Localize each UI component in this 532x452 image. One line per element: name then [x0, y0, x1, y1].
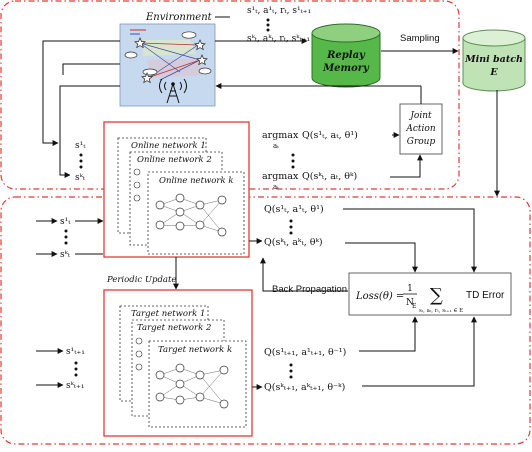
- argmax-expr-1: Q(s¹ₜ, aₜ, θ¹): [302, 130, 358, 141]
- target-network-k-label: Target network k: [158, 345, 232, 355]
- back-propagation-line: [260, 257, 348, 292]
- online-network-nodes: [155, 193, 227, 237]
- loss-den-sub: E: [412, 303, 416, 310]
- periodic-update-label: Periodic Update: [106, 275, 176, 285]
- loss-lhs: Loss(θ) =: [355, 291, 404, 302]
- environment-label: Environment: [145, 12, 213, 23]
- transition-row-k: sᵏₜ, aᵏₜ, rₜ, sᵏₜ₊₁: [247, 34, 310, 44]
- environment-map: [119, 23, 216, 107]
- arrow-argmax-to-joint-k: [390, 154, 423, 178]
- q-target-row-k: Q(sᵏₜ₊₁, aᵏₜ₊₁, θ⁻ᵏ): [264, 382, 345, 393]
- mini-batch-cylinder: [462, 29, 526, 92]
- loss-td-error: TD Error: [466, 290, 505, 301]
- arrow-q-online-k-to-loss: [345, 242, 418, 273]
- online-input-s1: s¹ₜ: [60, 217, 71, 227]
- transition-dots: [266, 18, 270, 32]
- env-feedback-line-1: [42, 40, 120, 146]
- replay-memory-label-2: Memory: [322, 63, 370, 74]
- target-network-1-label: Target network 1: [131, 309, 205, 319]
- online-input-dots: [64, 229, 68, 245]
- target-input-sk: sᵏₜ₊₁: [66, 381, 84, 391]
- target-network-small-nodes: [135, 337, 143, 371]
- back-propagation-label: Back Propagation: [272, 284, 347, 295]
- loss-box: [348, 272, 512, 316]
- joint-action-line-2: Action: [405, 124, 435, 134]
- target-network-2-label: Target network 2: [137, 323, 211, 333]
- q-target-dots: [289, 363, 293, 379]
- online-input-sk: sᵏₜ: [60, 250, 71, 260]
- online-network-k-card: [147, 171, 245, 255]
- argmax-expr-k: Q(sᵏₜ, aₜ, θᵏ): [302, 171, 357, 182]
- online-network-k-label: Online network k: [159, 176, 233, 186]
- argmax-dots: [291, 153, 295, 169]
- bottom-region-border: [0, 196, 531, 445]
- top-input-s1: s¹ₜ: [75, 141, 86, 151]
- env-feedback-line-3: [59, 85, 120, 178]
- replay-memory-label-1: Replay: [326, 50, 366, 61]
- env-feedback-line-2: [62, 63, 120, 75]
- arrow-q-target-k-to-loss: [362, 316, 477, 387]
- q-target-row-1: Q(s¹ₜ₊₁, a¹ₜ₊₁, θ⁻¹): [264, 347, 346, 358]
- joint-action-line-1: Joint: [408, 111, 432, 121]
- argmax-sub-k: aₜ: [273, 183, 279, 191]
- loss-den: N: [406, 298, 414, 308]
- top-input-dots: [79, 153, 83, 169]
- loss-num: 1: [407, 284, 413, 294]
- q-online-row-1: Q(s¹ₜ, a¹ₜ, θ¹): [264, 204, 324, 215]
- argmax-sub-1: aₜ: [273, 142, 279, 150]
- online-network-small-nodes: [133, 168, 141, 202]
- top-region-border: [0, 0, 460, 190]
- mini-batch-label-2: E: [489, 67, 498, 78]
- sampling-label: Sampling: [400, 33, 440, 44]
- transition-row-1: s¹ₜ, a¹ₜ, rₜ, s¹ₜ₊₁: [247, 6, 311, 16]
- arrow-q-online-1-to-loss: [343, 208, 477, 273]
- joint-action-line-3: Group: [407, 137, 436, 147]
- argmax-op-1: argmax: [262, 130, 299, 141]
- replay-memory-cylinder: [311, 23, 381, 88]
- target-input-s1: s¹ₜ₊₁: [66, 347, 85, 357]
- loss-sum: ∑: [430, 285, 443, 306]
- top-input-sk: sᵏₜ: [75, 173, 86, 183]
- argmax-op-k: argmax: [262, 171, 299, 182]
- online-network-2-label: Online network 2: [137, 155, 212, 165]
- target-input-dots: [74, 361, 78, 377]
- q-online-row-k: Q(sᵏₜ, aᵏₜ, θᵏ): [264, 237, 323, 248]
- mini-batch-label-1: Mini batch: [464, 54, 523, 65]
- target-network-nodes: [155, 363, 229, 409]
- online-network-1-label: Online network 1: [131, 141, 206, 151]
- q-online-dots: [289, 219, 293, 235]
- loss-sum-sub: sₜ, aₜ, rₜ, sₜ₊₁ ∈ E: [419, 308, 463, 314]
- target-network-k-card: [148, 340, 247, 428]
- arrow-q-target-1-to-loss: [359, 316, 418, 352]
